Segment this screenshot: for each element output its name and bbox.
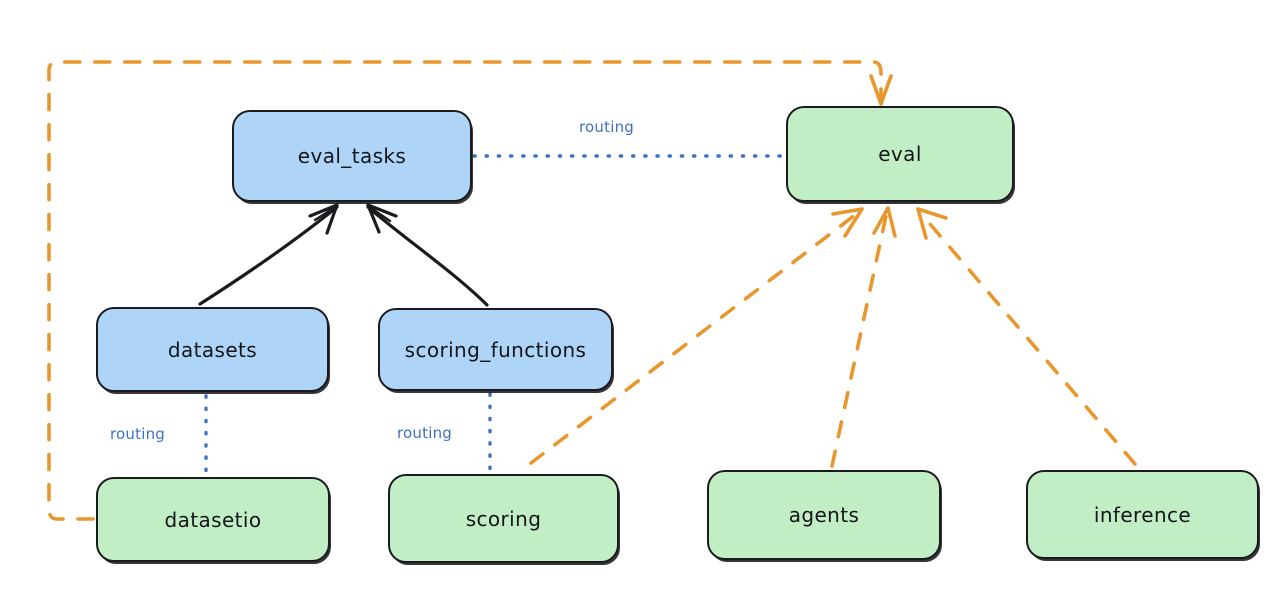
node-inference[interactable]: inference [1026,470,1259,559]
node-eval-tasks[interactable]: eval_tasks [232,110,472,202]
edge-agents-to-eval [830,206,897,468]
edge-label-routing-datasets-datasetio: routing [110,425,165,443]
node-label: datasets [167,337,258,362]
node-eval[interactable]: eval [786,106,1014,202]
node-label: scoring [465,506,542,531]
node-label: scoring_functions [404,337,587,362]
node-label: datasetio [164,507,262,532]
node-label: eval [878,142,922,166]
node-scoring[interactable]: scoring [388,474,619,563]
node-label: eval_tasks [297,144,407,168]
node-label: agents [788,503,860,527]
node-label: inference [1093,502,1192,527]
node-scoring-functions[interactable]: scoring_functions [378,308,613,391]
node-datasetio[interactable]: datasetio [96,477,330,562]
edge-label-routing-eval-tasks-eval: routing [579,118,634,136]
edge-datasets-to-eval_tasks [198,203,339,306]
edge-scoring_functions-to-eval_tasks [366,203,489,307]
node-datasets[interactable]: datasets [96,307,329,392]
edge-inference-to-eval [916,207,1137,466]
node-agents[interactable]: agents [707,470,941,560]
edge-label-routing-scoring-functions-scoring: routing [397,424,452,442]
